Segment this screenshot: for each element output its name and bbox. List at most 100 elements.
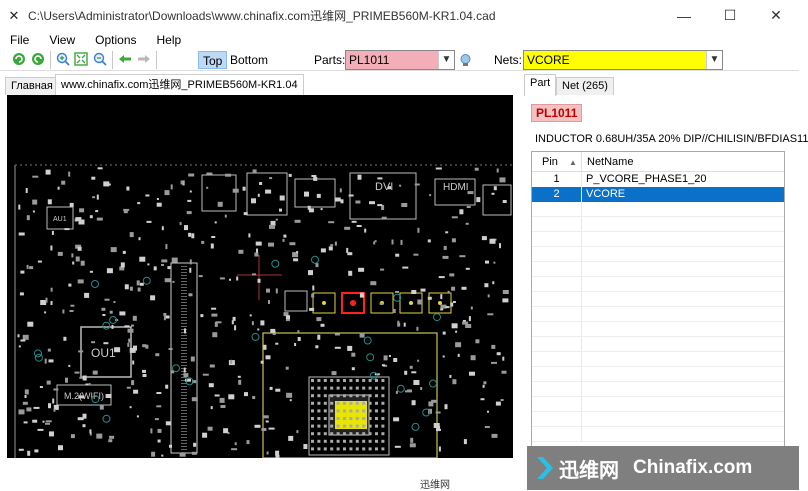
socket-pin [375, 417, 378, 420]
smd-pad [414, 183, 420, 186]
arrow-right-icon[interactable] [137, 52, 151, 66]
close-button[interactable]: ✕ [770, 7, 782, 23]
arrow-left-icon[interactable] [118, 52, 132, 66]
socket-pin [317, 447, 321, 451]
smd-pad [146, 220, 152, 223]
smd-pad [132, 360, 135, 365]
smd-pad [129, 286, 133, 291]
smd-pad [129, 406, 132, 409]
smd-pad [77, 246, 82, 251]
menu-view[interactable]: View [49, 33, 76, 47]
smd-pad [169, 444, 172, 448]
smd-pad [492, 281, 495, 285]
column-header-netname[interactable]: NetName [587, 156, 634, 168]
smd-pad [377, 177, 383, 180]
locate-part-icon[interactable] [459, 53, 472, 67]
nets-combobox[interactable]: VCORE ▼ [523, 50, 723, 70]
rotate-left-icon[interactable] [12, 52, 26, 66]
tab-board-file[interactable]: www.chinafix.com迅维网_PRIMEB560M-KR1.04 [55, 74, 304, 95]
socket-pin [375, 409, 378, 413]
top-side-button[interactable]: Top [198, 51, 228, 69]
table-row[interactable]: 1 P_VCORE_PHASE1_20 [532, 172, 784, 187]
smd-pad [51, 230, 54, 235]
smd-pad [77, 279, 84, 284]
smd-pad [234, 442, 237, 446]
smd-pad [355, 200, 361, 204]
maximize-button[interactable]: ☐ [723, 7, 737, 23]
parts-combobox[interactable]: PL1011 ▼ [345, 50, 455, 70]
smd-pad [347, 345, 353, 351]
smd-pad [279, 208, 282, 212]
smd-pad [46, 380, 51, 385]
smd-pad [429, 194, 432, 197]
socket-pin [362, 386, 366, 390]
smd-pad [131, 380, 135, 386]
socket-pin [330, 417, 334, 420]
column-header-pin[interactable]: Pin ▲ [532, 152, 582, 171]
smd-pad [47, 348, 51, 352]
smd-pad [84, 292, 90, 298]
smd-pad [137, 202, 141, 205]
socket-pin [317, 394, 321, 398]
socket-pin [330, 401, 334, 405]
tab-net[interactable]: Net (265) [556, 77, 614, 95]
smd-pad [150, 428, 153, 434]
smd-pad [249, 314, 252, 317]
zoom-in-icon[interactable] [56, 52, 70, 66]
smd-pad [493, 186, 497, 191]
smd-pad [20, 339, 26, 342]
bottom-side-button[interactable]: Bottom [230, 53, 269, 67]
menu-options[interactable]: Options [95, 33, 137, 47]
smd-pad [165, 244, 168, 250]
smd-pad [499, 243, 501, 249]
tab-home[interactable]: Главная [5, 77, 59, 95]
table-row-selected[interactable]: 2 VCORE [532, 187, 784, 202]
smd-pad [133, 389, 139, 394]
minimize-button[interactable]: — [677, 7, 691, 24]
smd-pad [252, 169, 257, 173]
socket-pin [349, 386, 353, 390]
smd-pad [282, 238, 285, 242]
nets-value[interactable]: VCORE [524, 51, 706, 69]
socket-pin [343, 401, 346, 405]
smd-pad [49, 431, 54, 437]
smd-pad [223, 428, 229, 434]
smd-pad [320, 208, 323, 211]
smd-pad [32, 199, 38, 205]
parts-value[interactable]: PL1011 [346, 51, 438, 69]
pcb-canvas[interactable]: DVI HDMI AU1 OU1 M.2(WIFI) [7, 95, 513, 459]
via-hole [411, 422, 420, 431]
smd-pad [467, 191, 474, 195]
smd-pad [242, 186, 246, 191]
smd-pad [18, 409, 25, 415]
menu-help[interactable]: Help [156, 33, 182, 47]
smd-pad [269, 224, 275, 229]
smd-pad [248, 233, 251, 238]
socket-pin [375, 379, 378, 382]
rotate-right-icon[interactable] [31, 52, 45, 66]
menu-file[interactable]: File [10, 33, 30, 47]
smd-pad [65, 377, 68, 383]
socket-pin [317, 409, 321, 413]
app-icon: ✕ [8, 7, 20, 23]
zoom-out-icon[interactable] [93, 52, 107, 66]
fit-screen-icon[interactable] [74, 52, 88, 66]
smd-pad [109, 310, 113, 314]
smd-pad [257, 278, 261, 283]
status-strip [0, 458, 527, 490]
smd-pad [133, 345, 137, 351]
smd-pad [293, 258, 299, 262]
chevron-down-icon[interactable]: ▼ [438, 51, 454, 69]
tab-part[interactable]: Part [524, 74, 557, 96]
smd-pad [381, 216, 387, 219]
smd-pad [85, 383, 89, 386]
smd-pad [502, 200, 507, 203]
smd-pad [462, 321, 469, 325]
smd-pad [168, 348, 173, 350]
smd-pad [126, 186, 130, 191]
smd-pad [315, 263, 319, 268]
chevron-down-icon[interactable]: ▼ [706, 51, 722, 69]
smd-pad [161, 259, 168, 263]
socket-pin [317, 432, 321, 436]
smd-pad [388, 355, 391, 357]
